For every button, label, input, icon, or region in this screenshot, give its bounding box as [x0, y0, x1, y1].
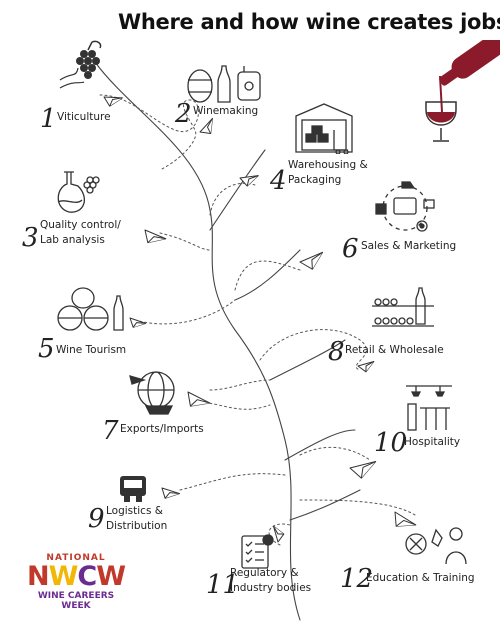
paper-plane-icon: [349, 461, 377, 479]
marketing-cycle-icon: [375, 181, 435, 232]
paper-plane-icon: [187, 391, 211, 407]
label-regulatory: Regulatory & Industry bodies: [230, 567, 312, 594]
flask-grapes-icon: [57, 171, 100, 213]
step-number-2: 2: [175, 99, 192, 129]
checklist-icon: [241, 534, 274, 569]
label-sales-marketing: Sales & Marketing: [361, 240, 457, 252]
step-number-1: 1: [40, 104, 57, 134]
dotted-trail-7: [209, 379, 271, 391]
paper-plane-icon: [144, 229, 167, 244]
dotted-trail-10: [299, 446, 371, 461]
barrel-bottle-tank-icon: [187, 65, 261, 103]
logo-week: WEEK: [61, 601, 91, 611]
paper-plane-icon: [161, 487, 181, 499]
step-number-7: 7: [102, 416, 119, 446]
grapes-vineyard-icon: [59, 40, 102, 89]
teacher-icon: [405, 527, 467, 565]
label-warehousing: Warehousing & Packaging: [288, 159, 368, 186]
label-hospitality: Hospitality: [404, 436, 461, 448]
paper-plane-icon: [394, 511, 417, 527]
step-number-8: 8: [328, 337, 345, 367]
dotted-trail-4: [234, 260, 301, 291]
label-logistics: Logistics & Distribution: [106, 505, 168, 532]
label-education: Education & Training: [366, 572, 475, 584]
label-quality-control: Quality control/ Lab analysis: [40, 219, 121, 246]
step-number-10: 10: [374, 428, 408, 458]
label-winemaking: Winemaking: [193, 105, 259, 117]
warehouse-boxes-icon: [295, 103, 353, 154]
paper-plane-icon: [239, 175, 259, 187]
step-number-9: 9: [88, 504, 105, 534]
paper-plane-icon: [299, 251, 324, 270]
truck-icon: [120, 476, 146, 502]
trunk-line: [94, 61, 301, 621]
dotted-trail-6: [259, 329, 367, 371]
dotted-trail-9: [179, 473, 286, 491]
label-viticulture: Viticulture: [57, 111, 111, 123]
step-number-4: 4: [270, 166, 287, 196]
page-title: Where and how wine creates jobs: [118, 10, 500, 34]
dotted-trail-5: [134, 299, 236, 325]
label-wine-tourism: Wine Tourism: [56, 344, 127, 356]
logo-nwcw: NWCW: [26, 561, 126, 592]
label-exports-imports: Exports/Imports: [120, 423, 204, 435]
logo-wine-careers: WINE CAREERS: [37, 591, 115, 601]
step-number-5: 5: [38, 334, 55, 364]
barrels-icon: [57, 287, 124, 331]
dotted-trail-3: [159, 232, 211, 251]
paper-plane-icon: [199, 117, 213, 135]
nwcw-logo: NATIONAL NWCW WINE CAREERS WEEK: [26, 553, 126, 611]
wine-pouring-icon: [425, 40, 500, 142]
step-number-3: 3: [22, 223, 39, 253]
step-number-11: 11: [206, 570, 240, 600]
step-number-12: 12: [340, 564, 374, 594]
label-retail-wholesale: Retail & Wholesale: [345, 344, 444, 356]
globe-ship-plane-icon: [129, 371, 175, 415]
paper-plane-icon: [103, 96, 123, 107]
paper-plane-icon: [129, 317, 147, 328]
dotted-trail-1: [99, 94, 199, 171]
dotted-trail-2: [209, 182, 256, 216]
paper-plane-icon: [357, 360, 375, 373]
dotted-trail-12: [299, 499, 416, 516]
paper-plane-icon: [272, 525, 285, 543]
wine-shelf-icon: [372, 287, 434, 327]
bar-counter-icon: [406, 385, 452, 431]
step-number-6: 6: [342, 234, 359, 264]
logo-national: NATIONAL: [46, 553, 106, 563]
dotted-trail-11: [268, 523, 291, 546]
